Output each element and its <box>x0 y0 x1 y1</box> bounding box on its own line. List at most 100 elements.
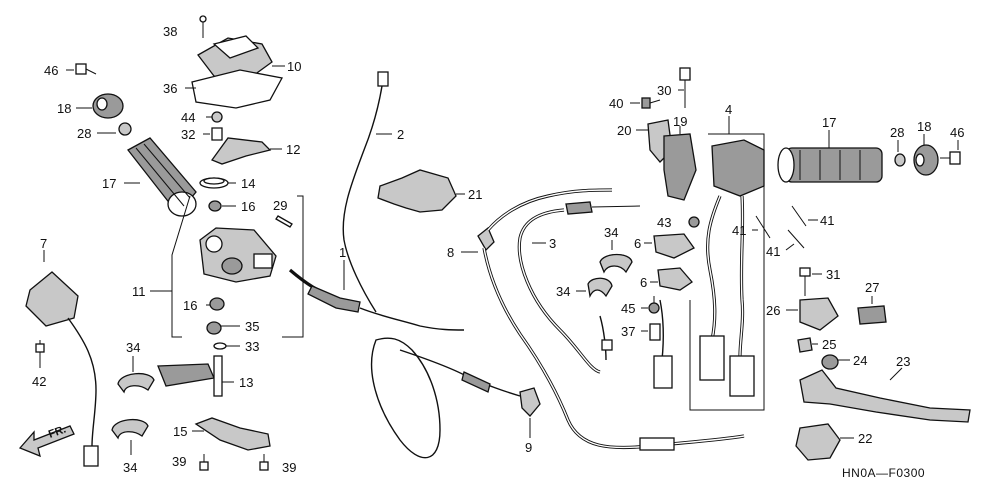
part-screw-41-c <box>785 229 805 251</box>
part-screw-31 <box>799 267 822 296</box>
diagram-code: HN0A—F0300 <box>842 466 925 480</box>
callout-13: 13 <box>239 375 253 390</box>
part-choke-cable-2 <box>342 71 392 313</box>
callout-9: 9 <box>525 440 532 455</box>
part-grip-end-18-left <box>76 93 124 119</box>
callout-29: 29 <box>273 198 287 213</box>
callout-24: 24 <box>853 353 867 368</box>
part-screw-41-b <box>791 205 818 227</box>
part-grip-17-left <box>124 137 197 217</box>
callout-43: 43 <box>657 215 671 230</box>
callout-6-lower: 6 <box>640 275 647 290</box>
callout-33: 33 <box>245 339 259 354</box>
callout-19: 19 <box>673 114 687 129</box>
callout-34-right-lower: 34 <box>556 284 570 299</box>
callout-36: 36 <box>163 81 177 96</box>
callout-46-left: 46 <box>44 63 58 78</box>
part-cable-3 <box>517 201 641 374</box>
callout-31: 31 <box>826 267 840 282</box>
callout-10: 10 <box>287 59 301 74</box>
part-cover-27 <box>857 296 887 325</box>
part-bracket-12 <box>210 137 282 165</box>
part-clamp-34-upper <box>117 356 155 394</box>
part-pin-29 <box>275 215 293 228</box>
callout-22: 22 <box>858 431 872 446</box>
part-clamp-34-right-lower <box>576 277 613 299</box>
callout-3: 3 <box>549 236 556 251</box>
callout-34-left-upper: 34 <box>126 340 140 355</box>
part-screw-46-right <box>940 140 961 165</box>
callout-28-right: 28 <box>890 125 904 140</box>
callout-14: 14 <box>241 176 255 191</box>
part-nut-44 <box>206 111 223 123</box>
part-grip-17-right <box>777 130 883 183</box>
callout-20: 20 <box>617 123 631 138</box>
part-37 <box>641 323 661 341</box>
callout-8: 8 <box>447 245 454 260</box>
part-switch-7 <box>25 250 99 467</box>
part-bracket-6-upper <box>644 233 695 259</box>
callout-30: 30 <box>657 83 671 98</box>
callout-41-b: 41 <box>820 213 834 228</box>
callout-40: 40 <box>609 96 623 111</box>
front-direction-label: FR. <box>47 423 68 440</box>
part-24 <box>821 354 850 370</box>
callout-2: 2 <box>397 127 404 142</box>
part-33 <box>213 342 240 350</box>
part-plate-15 <box>192 417 271 451</box>
callout-1: 1 <box>339 245 346 260</box>
callout-16-upper: 16 <box>241 199 255 214</box>
part-brake-lever-23 <box>799 367 971 423</box>
callout-34-right-upper: 34 <box>604 225 618 240</box>
callout-17-right: 17 <box>822 115 836 130</box>
callout-32: 32 <box>181 127 195 142</box>
part-connectors <box>653 299 673 389</box>
part-screw-39-right <box>259 454 269 471</box>
callout-39-right: 39 <box>282 460 296 475</box>
callout-labels: 38 10 46 36 18 44 28 32 12 17 14 16 29 1… <box>32 24 964 475</box>
callout-6-upper: 6 <box>634 236 641 251</box>
callout-17-left: 17 <box>102 176 116 191</box>
part-nut-43 <box>688 216 700 228</box>
assembly-bracket-11 <box>150 195 304 338</box>
part-throttle-cable-1 <box>288 260 521 459</box>
callout-4: 4 <box>725 102 732 117</box>
part-spring-14 <box>199 177 236 189</box>
callout-27: 27 <box>865 280 879 295</box>
callout-41-c: 41 <box>766 244 780 259</box>
callout-12: 12 <box>286 142 300 157</box>
part-clamp-34-right-upper <box>599 240 633 274</box>
callout-38: 38 <box>163 24 177 39</box>
callout-28-left: 28 <box>77 126 91 141</box>
callout-44: 44 <box>181 110 195 125</box>
part-housing-19 <box>663 126 697 201</box>
callout-7: 7 <box>40 236 47 251</box>
callout-11: 11 <box>132 284 146 299</box>
part-screw-46-left <box>66 63 97 75</box>
part-35 <box>206 321 240 335</box>
callout-35: 35 <box>245 319 259 334</box>
part-cover-21 <box>377 169 465 213</box>
part-16-lower <box>206 297 225 311</box>
callout-18-right: 18 <box>917 119 931 134</box>
part-switch-assembly-4 <box>689 116 765 411</box>
part-collar-28-left <box>97 122 132 136</box>
callout-37: 37 <box>621 324 635 339</box>
callout-41-a: 41 <box>732 223 746 238</box>
part-25 <box>797 337 818 353</box>
callout-39-left: 39 <box>172 454 186 469</box>
callout-15: 15 <box>173 424 187 439</box>
part-32 <box>203 127 223 141</box>
part-gasket-36 <box>185 69 283 109</box>
part-throttle-housing-11 <box>199 227 277 283</box>
part-9 <box>519 387 541 438</box>
part-screw-30 <box>678 67 691 108</box>
callout-26: 26 <box>766 303 780 318</box>
part-lever-13 <box>157 355 234 397</box>
callout-46-right: 46 <box>950 125 964 140</box>
part-bracket-26 <box>786 297 839 331</box>
part-screw-38 <box>199 15 207 38</box>
part-housing-cover-10 <box>197 35 285 79</box>
